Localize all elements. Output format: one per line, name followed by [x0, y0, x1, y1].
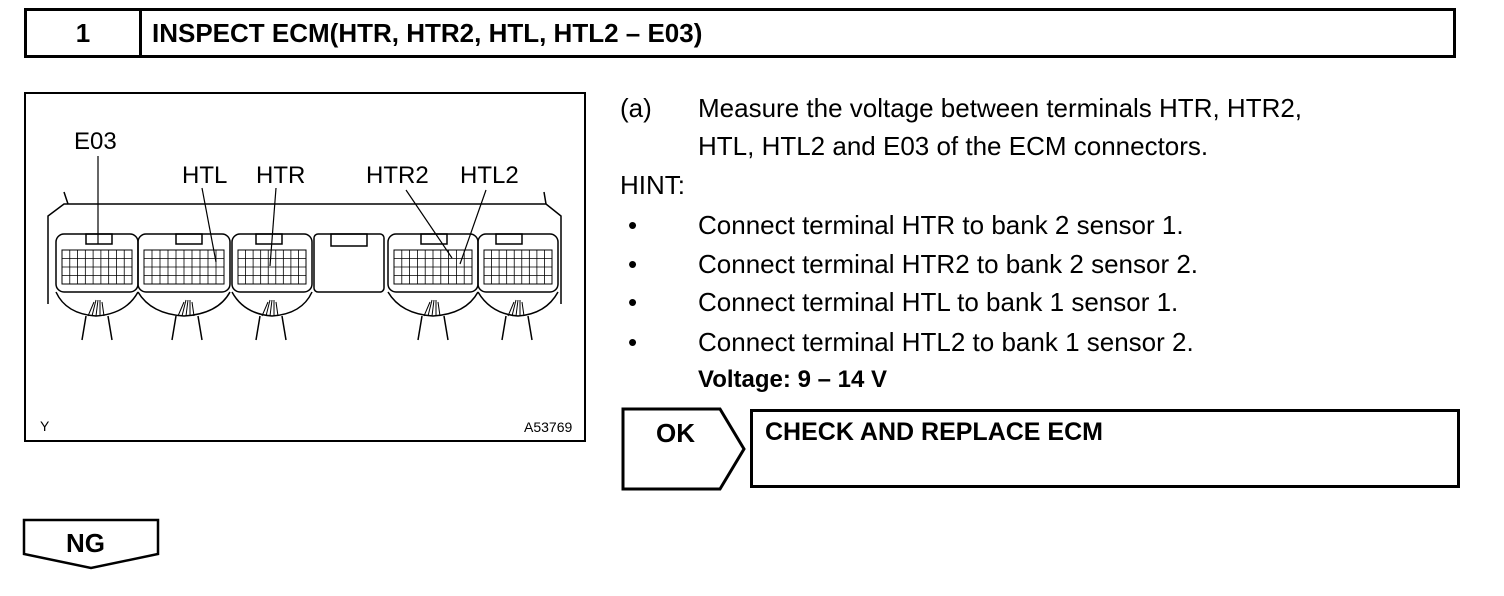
instruction-line-2: HTL, HTL2 and E03 of the ECM connectors. — [698, 131, 1209, 161]
hint-bullet: • — [628, 210, 638, 240]
hint-item: Connect terminal HTL to bank 1 sensor 1. — [698, 287, 1179, 317]
hint-item: Connect terminal HTR2 to bank 2 sensor 2… — [698, 249, 1199, 279]
ng-arrow-icon — [22, 518, 160, 570]
instruction-marker: (a) — [620, 93, 652, 123]
hint-bullet: • — [628, 249, 638, 279]
label-htl: HTL — [182, 162, 228, 189]
figure-id: A53769 — [524, 419, 573, 435]
figure-corner-left: Y — [40, 418, 50, 434]
step-number: 1 — [27, 11, 142, 55]
label-htr2: HTR2 — [366, 162, 429, 189]
label-htr: HTR — [256, 162, 306, 189]
hint-item: Connect terminal HTL2 to bank 1 sensor 2… — [698, 327, 1194, 357]
label-e03: E03 — [74, 128, 117, 155]
ok-label: OK — [656, 418, 695, 448]
hint-bullet: • — [628, 327, 638, 357]
step-header: 1 INSPECT ECM(HTR, HTR2, HTL, HTL2 – E03… — [24, 8, 1456, 58]
hint-bullet: • — [628, 287, 638, 317]
ok-arrow-icon — [621, 407, 746, 491]
ecm-connector-illustration — [47, 156, 562, 341]
label-htl2: HTL2 — [460, 162, 519, 189]
ok-result-box: CHECK AND REPLACE ECM — [750, 409, 1460, 488]
ng-label: NG — [66, 528, 105, 558]
hint-label: HINT: — [620, 170, 685, 200]
instruction-line-1: Measure the voltage between terminals HT… — [698, 93, 1303, 123]
voltage-spec: Voltage: 9 – 14 V — [698, 366, 887, 393]
step-title: INSPECT ECM(HTR, HTR2, HTL, HTL2 – E03) — [152, 18, 703, 48]
ok-action: CHECK AND REPLACE ECM — [765, 418, 1103, 446]
hint-item: Connect terminal HTR to bank 2 sensor 1. — [698, 210, 1184, 240]
ecm-connector-figure: E03 HTL HTR HTR2 HTL2 Y A53769 — [24, 92, 586, 442]
